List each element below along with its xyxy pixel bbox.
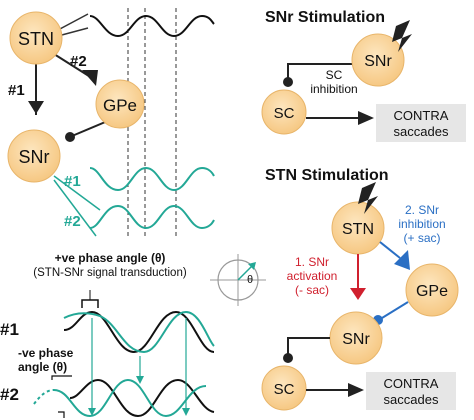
row1-teal-wave	[63, 310, 215, 354]
stn-label: STN	[18, 29, 54, 49]
sc-label: SC	[274, 105, 295, 122]
stn-wave	[89, 14, 215, 38]
stim-line	[57, 27, 89, 37]
lightning-icon	[392, 20, 412, 52]
path2-line1: 2. SNr	[405, 203, 439, 217]
stn-label: STN	[342, 221, 374, 238]
snr-sc-connection	[287, 63, 352, 80]
pathway-2-label: #2	[70, 53, 87, 70]
bracket	[51, 375, 72, 380]
red-arrow-icon	[350, 288, 366, 300]
blue-arrow-icon	[394, 250, 410, 270]
left-circuit: STN GPe SNr #1 #2 #1 #2	[7, 8, 215, 238]
pos-phase-subtitle: (STN-SNr signal transduction)	[33, 267, 187, 279]
stim-line	[57, 13, 89, 31]
row2-teal-wave	[53, 378, 207, 418]
row-1-label: #1	[0, 320, 19, 339]
inhibition-label-1: SC	[326, 68, 343, 82]
snr-node	[7, 129, 61, 183]
sc-node	[261, 89, 307, 135]
row1-black-wave	[63, 310, 215, 354]
snr-sc-connection	[287, 337, 330, 356]
snr-label: SNr	[364, 53, 392, 70]
contra-line-1: CONTRA	[394, 108, 449, 123]
snr-label: SNr	[19, 147, 50, 167]
contra-box	[376, 104, 466, 142]
arrow-head-icon	[248, 262, 256, 270]
wave-link	[53, 179, 97, 237]
phase-vector	[237, 265, 253, 281]
stn-stim-title: STN Stimulation	[265, 167, 389, 184]
lightning-icon	[358, 182, 378, 214]
wave-link	[53, 175, 101, 211]
arrow-head-icon	[82, 70, 98, 86]
contra-line-2: saccades	[394, 124, 449, 139]
sc-node	[261, 365, 307, 411]
phase-panel: θ +ve phase angle (θ) (STN-SNr signal tr…	[0, 251, 266, 418]
arrow-head-icon	[136, 376, 144, 384]
arrow-head-icon	[28, 101, 44, 114]
row2-black-wave	[69, 378, 215, 418]
path2-line2: inhibition	[398, 217, 445, 231]
wave-2-label: #2	[64, 213, 81, 230]
contra-line-1: CONTRA	[384, 376, 439, 391]
stn-node	[9, 11, 63, 65]
gpe-node	[95, 79, 145, 129]
gpe-snr-connection	[71, 119, 111, 137]
inhibition-terminal-icon	[283, 77, 293, 87]
bracket	[58, 411, 65, 418]
stn-stimulation-panel: STN Stimulation STN GPe SNr SC CONTRA sa…	[261, 167, 459, 411]
arrow-head-icon	[182, 408, 190, 416]
bracket	[81, 299, 99, 308]
snr-label: SNr	[342, 331, 370, 348]
path1-line1: 1. SNr	[295, 255, 329, 269]
pathway-1-label: #1	[8, 82, 25, 99]
path1-line3: (- sac)	[295, 283, 329, 297]
neg-phase-line2: angle (θ)	[18, 360, 67, 374]
neg-phase-line1: -ve phase	[18, 346, 74, 360]
inhibition-terminal-icon	[65, 132, 75, 142]
snr-wave-1	[89, 166, 215, 192]
snr-stim-title: SNr Stimulation	[265, 9, 385, 26]
stn-gpe-connection	[379, 241, 401, 259]
arrow-head-icon	[88, 408, 96, 416]
arrow-head-icon	[358, 111, 374, 125]
snr-stimulation-panel: SNr Stimulation SNr SC inhibition SC CON…	[261, 9, 466, 142]
theta-label: θ	[247, 274, 253, 286]
wave-1-label: #1	[64, 173, 81, 190]
gpe-node	[405, 263, 459, 317]
snr-wave-2	[89, 204, 215, 230]
contra-line-2: saccades	[384, 392, 439, 407]
gpe-label: GPe	[416, 283, 448, 300]
row-2-label: #2	[0, 385, 19, 404]
pos-phase-title: +ve phase angle (θ)	[55, 251, 166, 265]
inhibition-label-2: inhibition	[310, 82, 357, 96]
sc-label: SC	[274, 381, 295, 398]
path2-line3: (+ sac)	[403, 231, 440, 245]
gpe-label: GPe	[103, 96, 137, 115]
inhibition-terminal-icon	[283, 353, 293, 363]
gpe-snr-connection	[381, 301, 409, 319]
snr-node	[351, 33, 405, 87]
row2-teal-dash	[33, 389, 55, 405]
contra-box	[366, 372, 456, 410]
path1-line2: activation	[287, 269, 338, 283]
arrow-head-icon	[348, 383, 364, 397]
